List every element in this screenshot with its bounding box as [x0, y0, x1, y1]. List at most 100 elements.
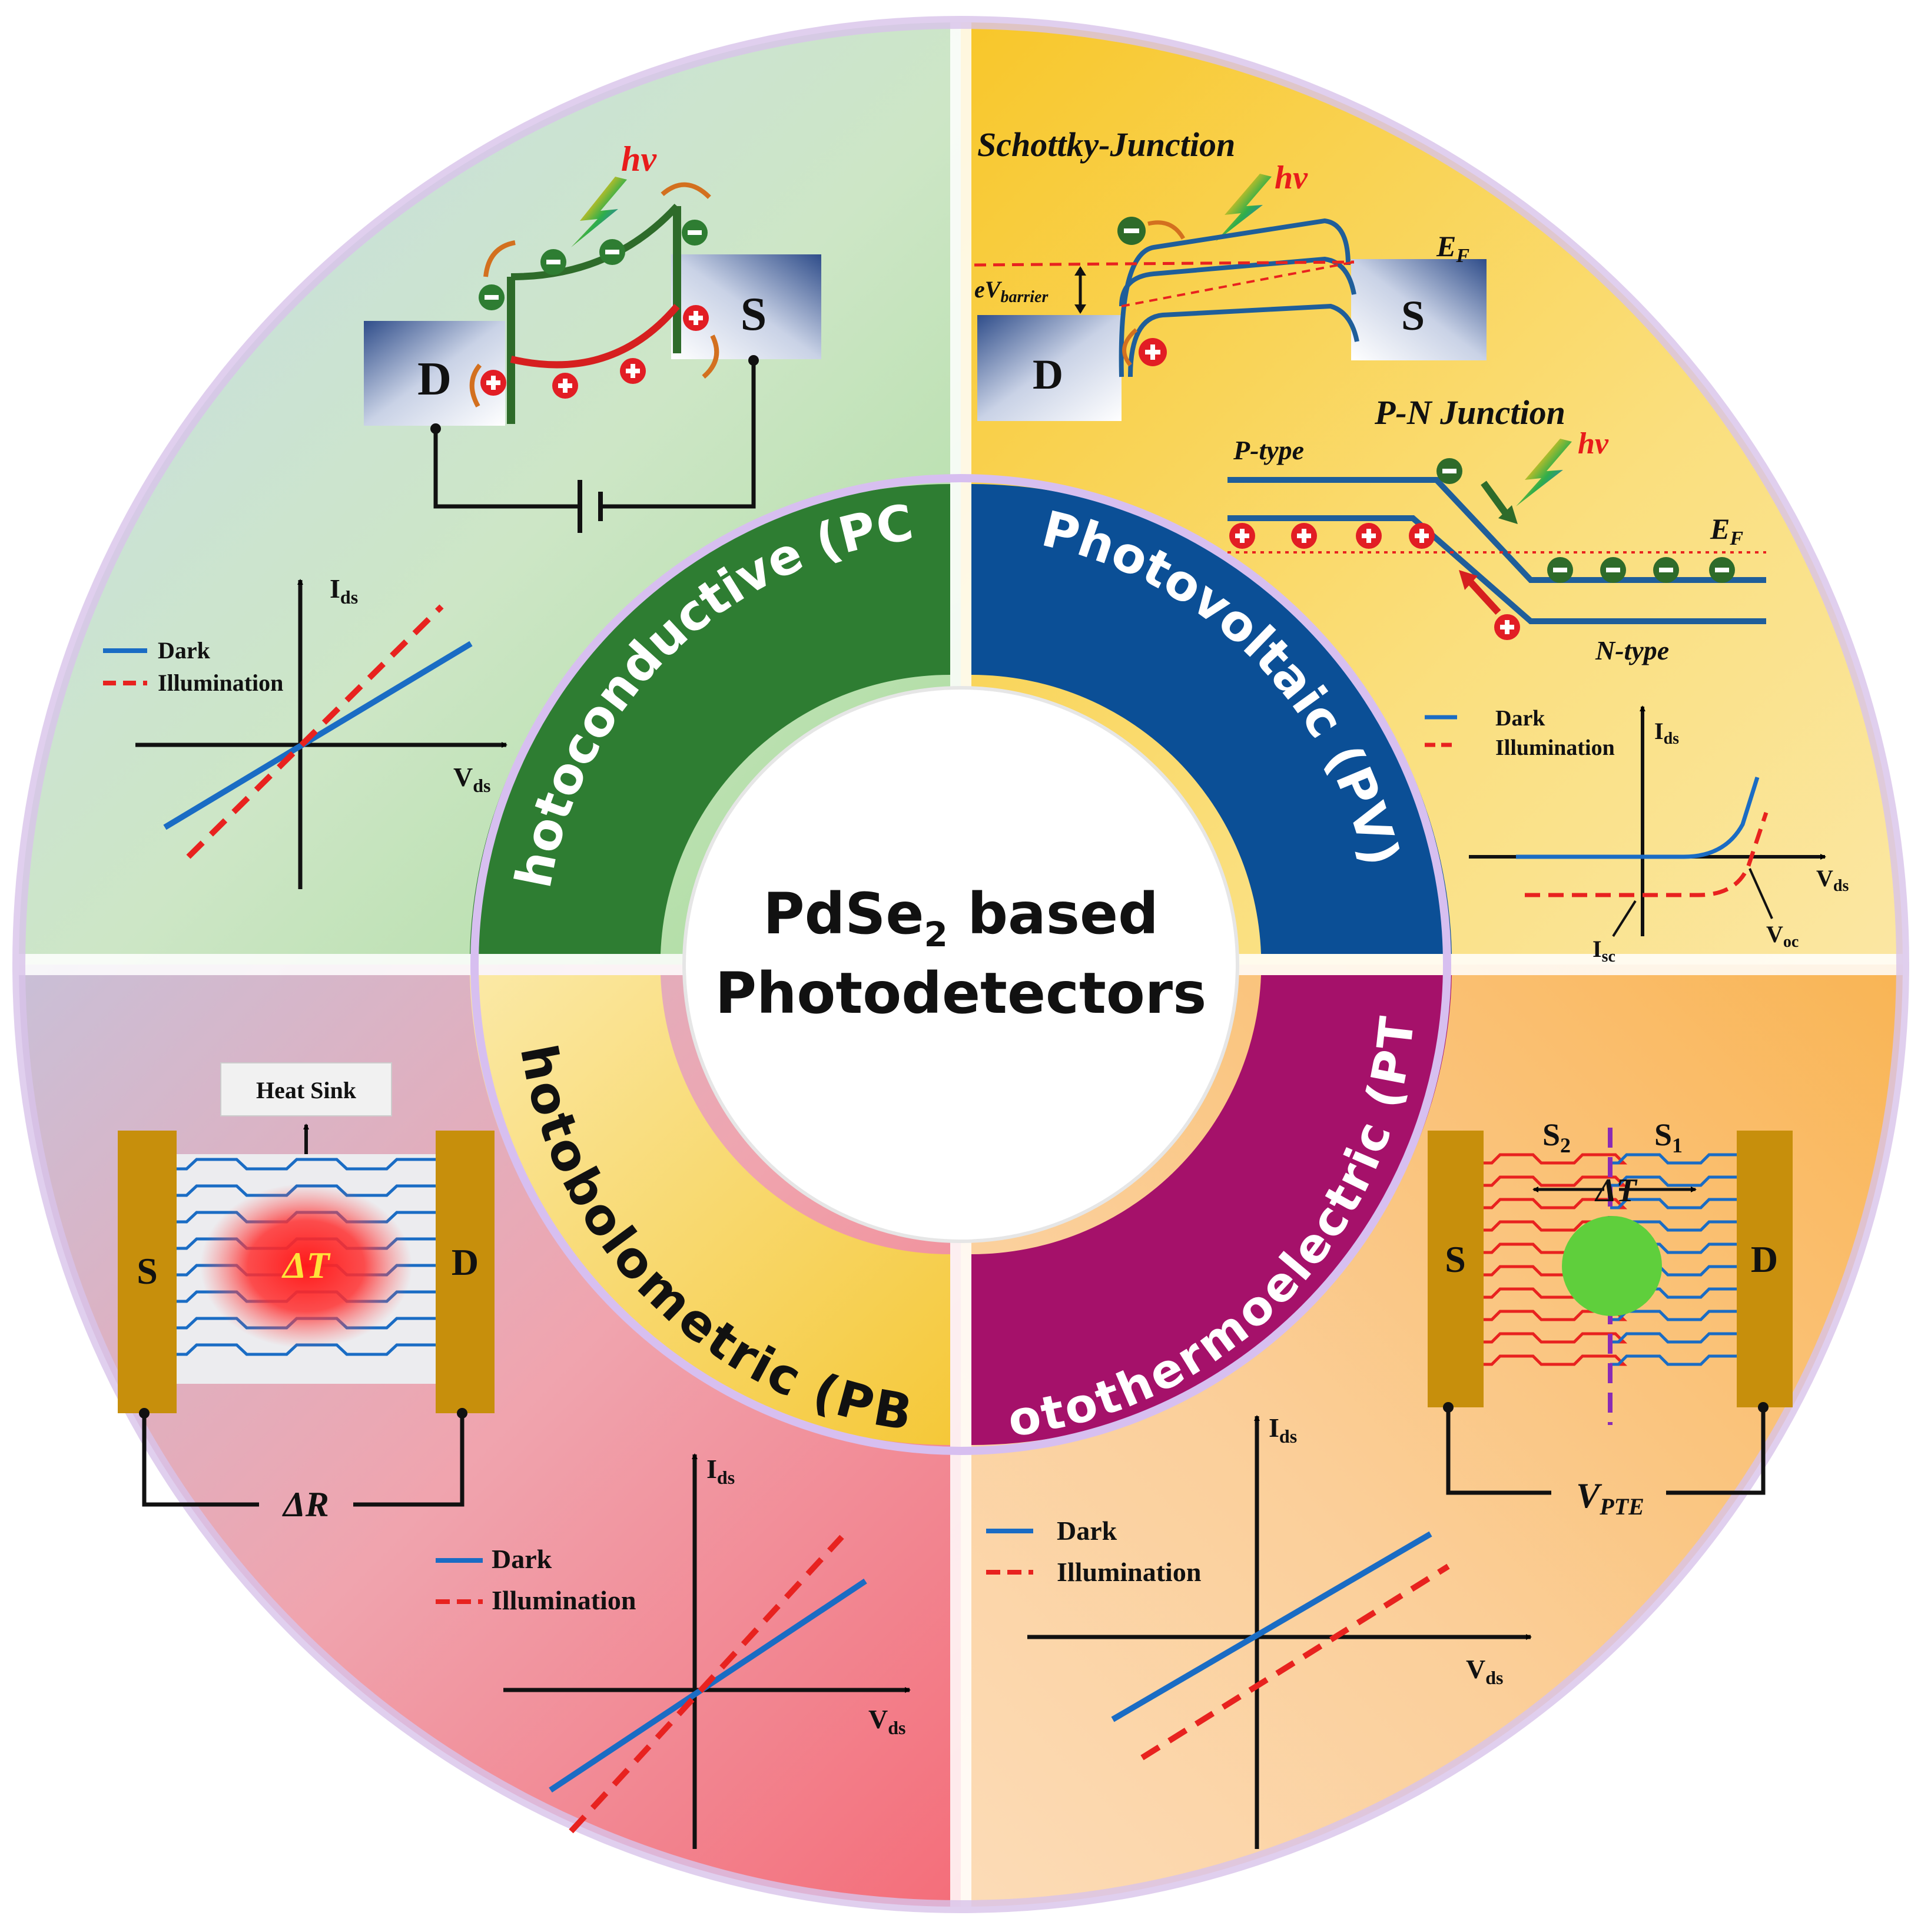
pv-valence-band	[1119, 256, 1359, 377]
outer-rim	[12, 16, 1909, 1913]
pb-source-electrode	[118, 1131, 177, 1413]
pv-hole	[1150, 344, 1155, 360]
pb-lattice-line	[177, 1158, 451, 1171]
pv-electron	[1124, 228, 1139, 233]
center-disc	[682, 686, 1239, 1243]
pv-conduction-band	[1119, 218, 1351, 377]
pv-legend-dark: Dark	[1495, 706, 1545, 731]
pv-drain-electrode	[977, 315, 1122, 421]
ring-segment-pb	[470, 975, 950, 1445]
pv-pn-photon-bolt-icon	[1516, 439, 1572, 506]
pc-hv-label: hv	[621, 140, 657, 178]
pte-s1-label: S1	[1654, 1117, 1683, 1157]
pv-pn-title: P-N Junction	[1374, 393, 1565, 432]
pb-vds-label: Vds	[868, 1704, 905, 1738]
pc-drain-electrode	[364, 321, 505, 426]
pv-voc-label: Voc	[1766, 921, 1799, 951]
pte-drain-label: D	[1751, 1238, 1778, 1280]
pv-electron-drift-arrow	[1481, 480, 1510, 518]
pv-pn-valence-band	[1227, 515, 1766, 624]
pv-ev-label: eVbarrier	[974, 276, 1049, 306]
pv-illum-curve	[1525, 811, 1769, 897]
pb-drain-electrode	[436, 1131, 495, 1413]
pc-circuit-wire	[433, 360, 756, 509]
pv-pn-conduction-band	[1227, 477, 1766, 583]
pb-illum-line	[569, 1535, 844, 1834]
ring-segment-pte	[971, 975, 1452, 1445]
pv-legend-illum: Illumination	[1495, 735, 1615, 760]
pv-hv-label: hv	[1275, 160, 1308, 196]
pv-isc-pointer	[1612, 900, 1637, 937]
pb-panel: Heat Sink ΔT S D ΔR Ids Vds Dark Illumin…	[118, 1062, 911, 1849]
ring-segment-pv	[971, 484, 1452, 954]
pv-ntype-label: N-type	[1595, 635, 1669, 665]
pc-electrons	[479, 220, 708, 310]
pc-dark-line	[163, 641, 473, 830]
pv-ef-label: EF	[1436, 230, 1469, 267]
pte-drain-electrode	[1737, 1131, 1793, 1407]
pc-source-label: S	[741, 289, 767, 340]
pv-source-electrode	[1351, 259, 1487, 360]
pte-legend-dark: Dark	[1057, 1516, 1117, 1546]
inner-ring	[470, 474, 1452, 1455]
pte-source-label: S	[1445, 1238, 1466, 1280]
pv-voc-pointer	[1749, 868, 1773, 919]
pte-s2-label: S2	[1542, 1117, 1571, 1157]
pc-vds-label: Vds	[453, 762, 490, 796]
pte-source-electrode	[1428, 1131, 1484, 1407]
pv-ptype-label: P-type	[1233, 435, 1304, 465]
pb-delta-r-label: ΔR	[282, 1485, 329, 1524]
pv-pn-holes	[1229, 523, 1520, 640]
pb-heat-sink-label: Heat Sink	[256, 1077, 357, 1103]
pte-ids-label: Ids	[1269, 1413, 1297, 1447]
pte-vpte-label: VPTE	[1576, 1476, 1644, 1520]
pv-pn-electrons	[1436, 458, 1735, 583]
ring-outline	[470, 474, 1451, 1455]
pb-hotspot	[200, 1184, 412, 1348]
pb-source-label: S	[137, 1250, 158, 1292]
pte-dark-line	[1111, 1531, 1432, 1722]
pv-source-label: S	[1401, 292, 1425, 339]
pb-heat-sink-box	[220, 1062, 392, 1116]
pte-lattice-line-hot	[1484, 1354, 1628, 1366]
pv-dark-curve	[1516, 776, 1760, 859]
pv-panel: Schottky-Junction hv D S EF eVbarrier P-…	[974, 125, 1849, 966]
pc-valence-band	[510, 304, 680, 369]
pte-vds-label: Vds	[1466, 1654, 1503, 1688]
pc-carrier-arrow	[702, 334, 719, 379]
pte-circuit-wire	[1446, 1407, 1766, 1495]
pc-carrier-arrow	[661, 182, 711, 199]
pc-ids-label: Ids	[330, 574, 358, 608]
pv-vds-label: Vds	[1816, 865, 1849, 895]
pb-drain-label: D	[452, 1241, 479, 1283]
pb-delta-t-label: ΔT	[281, 1244, 331, 1286]
pb-ids-label: Ids	[706, 1454, 735, 1488]
pv-schottky-title: Schottky-Junction	[977, 125, 1235, 164]
pc-illum-line	[186, 604, 444, 859]
pte-lattice-line-hot	[1484, 1175, 1628, 1187]
pc-legend-illum: Illumination	[158, 670, 283, 696]
pv-hv2-label: hv	[1578, 427, 1609, 460]
pc-panel: D S hv	[103, 140, 821, 889]
pte-delta-t-label: ΔT	[1594, 1172, 1638, 1209]
pb-legend-illum: Illumination	[492, 1585, 636, 1615]
pv-ef2-label: EF	[1710, 512, 1743, 549]
center-title-line2: Photodetectors	[715, 960, 1207, 1026]
pte-panel: S D ΔT S2 S1 VPTE Ids Vds Dark Illuminat…	[986, 1117, 1793, 1849]
pc-photon-bolt-icon	[571, 177, 627, 247]
pte-lattice-line-hot	[1484, 1153, 1628, 1165]
pv-photon-bolt-icon	[1216, 174, 1272, 241]
pc-holes	[480, 305, 709, 399]
pv-ids-label: Ids	[1654, 718, 1679, 748]
pv-hole-drift-arrow	[1463, 574, 1501, 615]
pv-isc-label: Isc	[1592, 936, 1615, 966]
pb-legend-dark: Dark	[492, 1544, 552, 1574]
pte-lattice-line-hot	[1484, 1198, 1628, 1209]
pc-carrier-arrow	[469, 363, 482, 407]
center-title-line1: PdSe2 based	[763, 881, 1159, 955]
pc-drain-label: D	[417, 353, 452, 405]
pv-fermi-slope	[1121, 261, 1355, 307]
pc-legend-dark: Dark	[158, 637, 211, 664]
